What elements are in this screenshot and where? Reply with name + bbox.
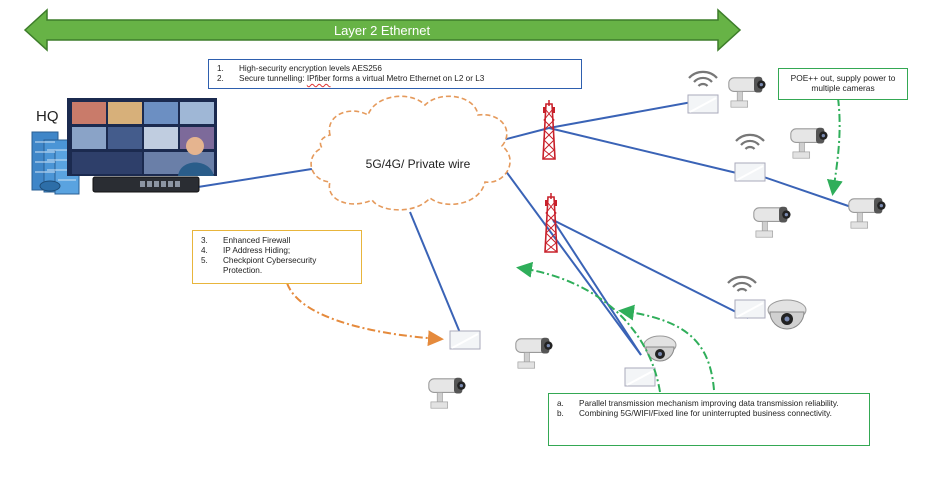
green-dashdot-arrow	[826, 97, 843, 196]
cell-tower-icon	[544, 192, 558, 253]
router-icon	[449, 330, 481, 350]
list-item: 1. High-security encryption levels AES25…	[217, 64, 382, 73]
green-dashdot-arrow	[516, 261, 661, 393]
layer2-ethernet-label: Layer 2 Ethernet	[334, 23, 431, 38]
green-dashdot-arrow	[618, 304, 715, 391]
wifi-icon	[687, 70, 719, 88]
network-links	[197, 99, 861, 356]
list-item: a. Parallel transmission mechanism impro…	[557, 399, 839, 408]
security-features-box: 1. High-security encryption levels AES25…	[208, 59, 582, 89]
bullet-camera-icon	[848, 197, 887, 229]
transmission-features-box: a. Parallel transmission mechanism impro…	[548, 393, 870, 446]
poe-note-box: POE++ out, supply power to multiple came…	[778, 68, 908, 100]
bullet-camera-icon	[728, 76, 767, 108]
hq-label: HQ	[36, 108, 59, 125]
wifi-icon	[734, 133, 766, 151]
list-item: 3. Enhanced Firewall	[201, 236, 291, 245]
router-icon	[734, 162, 766, 182]
list-item: b. Combining 5G/WIFI/Fixed line for unin…	[557, 409, 832, 418]
dome-camera-icon	[767, 299, 807, 330]
ipfiber-term: IPfiber	[306, 74, 331, 83]
router-icon	[734, 299, 766, 319]
router-icon	[687, 94, 719, 114]
dome-camera-icon	[643, 335, 677, 362]
orange-dashdot-arrow	[286, 282, 444, 347]
cloud-label: 5G/4G/ Private wire	[366, 157, 471, 171]
cell-tower-icon	[542, 99, 556, 160]
bullet-camera-icon	[515, 337, 554, 369]
hq-gateway-device	[92, 176, 200, 193]
wifi-icon	[726, 275, 758, 293]
firewall-features-box: 3. Enhanced Firewall 4. IP Address Hidin…	[192, 230, 362, 284]
list-item: 5. Checkpiont Cybersecurity Protection.	[201, 256, 317, 275]
cloud-icon	[310, 95, 511, 211]
router-icon	[624, 367, 656, 387]
list-item: 2. Secure tunnelling: IPfiber forms a vi…	[217, 74, 485, 83]
bullet-camera-icon	[428, 377, 467, 409]
bullet-camera-icon	[790, 127, 829, 159]
layer2-ethernet-arrow	[23, 8, 742, 52]
video-wall-image	[67, 98, 217, 176]
list-item: 4. IP Address Hiding;	[201, 246, 291, 255]
bullet-camera-icon	[753, 206, 792, 238]
